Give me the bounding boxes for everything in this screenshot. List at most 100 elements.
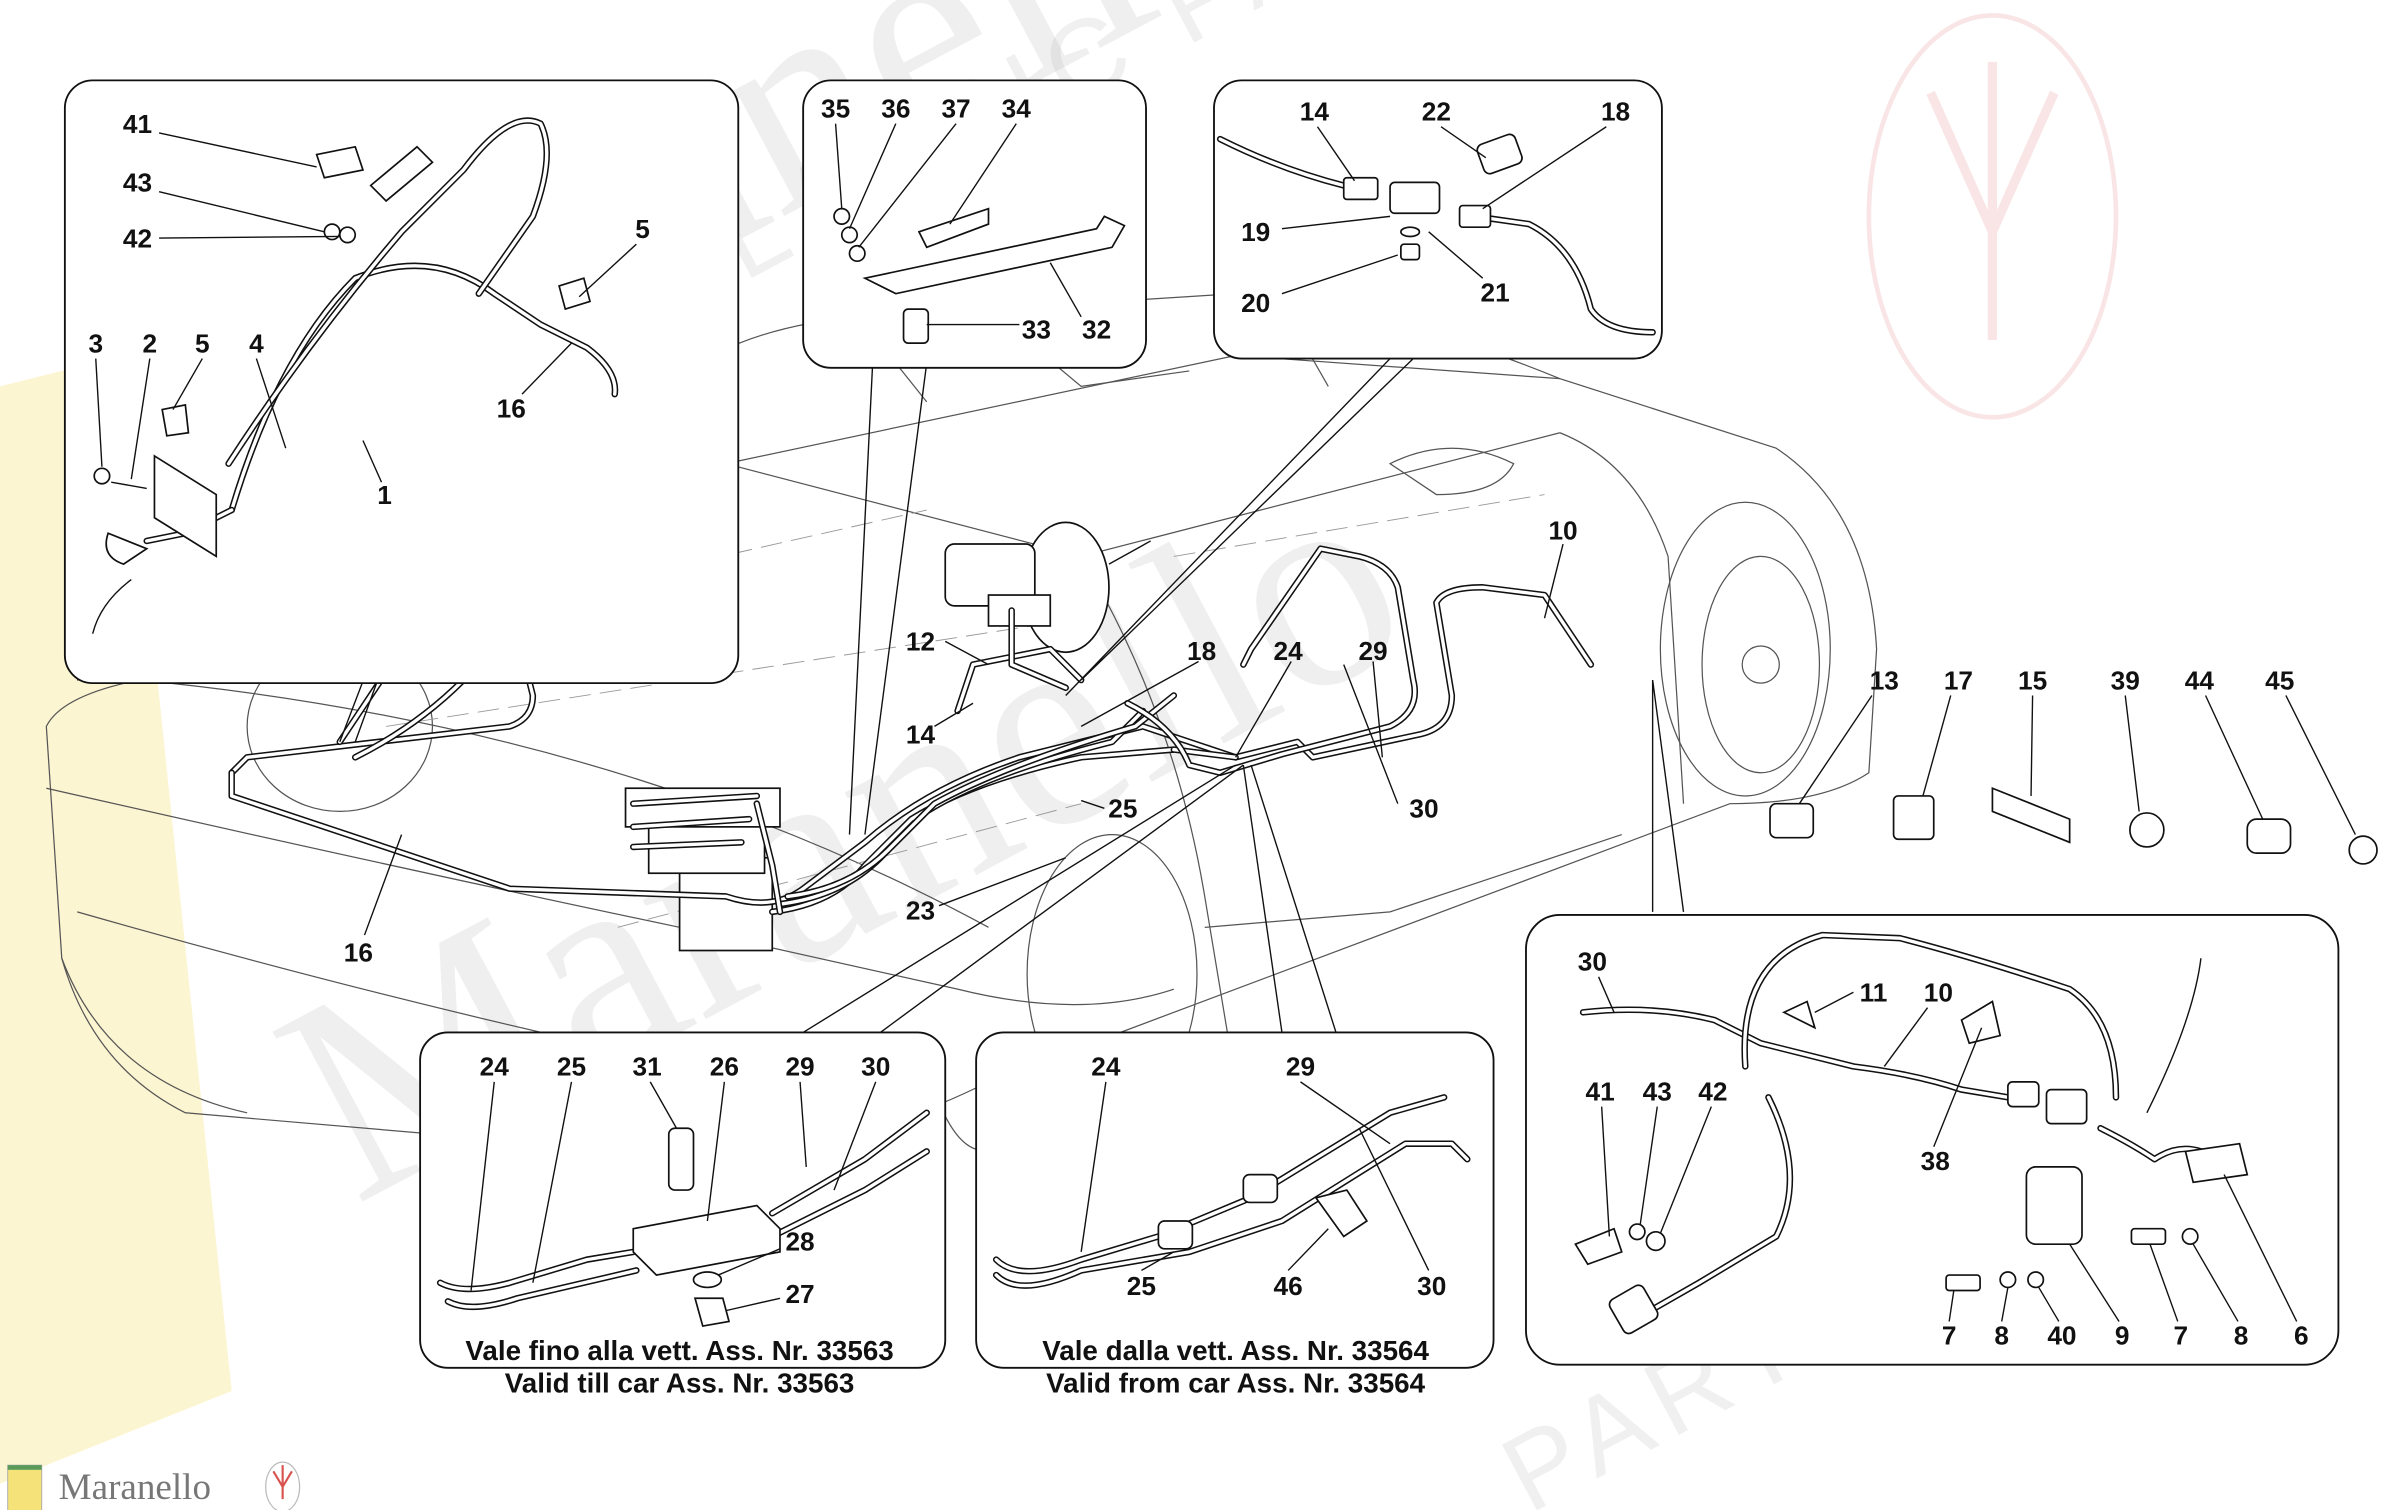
brake-pipe <box>1008 607 1069 692</box>
brake-pipe <box>1741 931 2120 1101</box>
callout-16-main: 16 <box>344 937 373 967</box>
callout-40: 40 <box>2047 1321 2076 1351</box>
callout-4: 4 <box>249 328 264 358</box>
callout-37: 37 <box>941 93 970 123</box>
brake-booster <box>944 521 1152 654</box>
callout-41-f: 41 <box>1586 1076 1615 1106</box>
callout-17: 17 <box>1944 665 1973 695</box>
caption-valid-till-en: Valid till car Ass. Nr. 33563 <box>505 1368 855 1399</box>
callout-20: 20 <box>1241 288 1270 318</box>
callout-18-main: 18 <box>1187 636 1216 666</box>
callout-8: 8 <box>1994 1321 2009 1351</box>
callout-32: 32 <box>1082 314 1111 344</box>
callout-6: 6 <box>2294 1321 2309 1351</box>
callout-13: 13 <box>1870 665 1899 695</box>
brake-pipe <box>1471 213 1656 336</box>
brake-pipe <box>1124 545 1418 777</box>
callout-46: 46 <box>1274 1271 1303 1301</box>
panel-rear-caliper-detail <box>1525 914 2340 1366</box>
callout-24-main: 24 <box>1274 636 1304 666</box>
ferrari-shield-watermark <box>0 355 232 1484</box>
callout-25-d: 25 <box>557 1052 586 1082</box>
maserati-logo-watermark <box>1866 13 2119 420</box>
callout-10-f: 10 <box>1924 978 1953 1008</box>
callout-42-f: 42 <box>1698 1076 1727 1106</box>
callout-9: 9 <box>2115 1321 2130 1351</box>
callout-15: 15 <box>2018 665 2047 695</box>
callout-41: 41 <box>123 109 152 139</box>
callout-23: 23 <box>906 896 935 926</box>
callout-34: 34 <box>1002 93 1032 123</box>
ferrari-badge <box>7 1464 43 1510</box>
callout-21: 21 <box>1480 277 1509 307</box>
panel-junction-block-early: Vale fino alla vett. Ass. Nr. 33563 Vali… <box>419 1031 947 1399</box>
brake-pipe <box>225 117 550 467</box>
panel-pipe-bracket-detail <box>802 79 1147 369</box>
callout-43: 43 <box>123 168 152 198</box>
panel-pressure-switch-detail <box>1213 79 1663 360</box>
caption-valid-from-en: Valid from car Ass. Nr. 33564 <box>1046 1368 1425 1399</box>
brake-pipe <box>228 653 537 777</box>
brake-pipe <box>444 1267 640 1311</box>
brake-pipe <box>769 746 1178 916</box>
callout-8b: 8 <box>2234 1321 2249 1351</box>
callout-7b: 7 <box>2174 1321 2189 1351</box>
callout-14: 14 <box>1300 97 1330 127</box>
brake-pipe <box>228 723 1239 906</box>
callout-12: 12 <box>906 627 935 657</box>
callout-30-d: 30 <box>861 1052 890 1082</box>
callout-14-main: 14 <box>906 719 936 749</box>
brake-pipe <box>1216 135 1347 189</box>
callout-45: 45 <box>2265 665 2294 695</box>
callout-43-f: 43 <box>1643 1076 1672 1106</box>
callout-24-e: 24 <box>1091 1052 1121 1082</box>
panel-junction-late: Vale dalla vett. Ass. Nr. 33564 Valid fr… <box>975 1031 1495 1399</box>
callout-36: 36 <box>881 93 910 123</box>
brake-pipe <box>769 1109 930 1217</box>
callout-29-main: 29 <box>1358 636 1387 666</box>
logo-brand-text: Maranello <box>59 1467 211 1508</box>
brake-pipe <box>1579 1006 2012 1101</box>
callout-27: 27 <box>785 1279 814 1309</box>
callout-11: 11 <box>1860 978 1888 1008</box>
callout-28: 28 <box>785 1226 814 1256</box>
maranello-logo: Maranello CLASSIC PARTS <box>7 1461 301 1510</box>
callout-7: 7 <box>1942 1321 1957 1351</box>
callout-25-e: 25 <box>1127 1271 1156 1301</box>
panel-hose-detail-front <box>63 79 740 685</box>
brake-pipe <box>1232 584 1595 761</box>
callout-16: 16 <box>497 393 526 423</box>
callout-3: 3 <box>88 328 103 358</box>
brake-pipe <box>436 1248 637 1293</box>
callout-labels: 41 43 42 5 3 2 5 4 1 16 35 36 37 34 33 3… <box>88 93 2308 1350</box>
callout-30-e: 30 <box>1417 1271 1446 1301</box>
callout-30-f: 30 <box>1578 947 1607 977</box>
brake-pipe <box>2097 1125 2205 1163</box>
callout-5b: 5 <box>195 328 210 358</box>
brake-pipe <box>784 692 1178 900</box>
callout-5: 5 <box>635 214 650 244</box>
callout-35: 35 <box>821 93 850 123</box>
callout-30-main: 30 <box>1409 794 1438 824</box>
callout-42: 42 <box>123 223 152 253</box>
callout-44: 44 <box>2185 665 2215 695</box>
callout-24-d: 24 <box>480 1052 510 1082</box>
brake-pipe <box>630 792 761 851</box>
callout-10: 10 <box>1548 515 1577 545</box>
callout-2: 2 <box>143 328 158 358</box>
callout-19: 19 <box>1241 217 1270 247</box>
callout-29-d: 29 <box>785 1052 814 1082</box>
callout-22: 22 <box>1422 97 1451 127</box>
caption-valid-till-it: Vale fino alla vett. Ass. Nr. 33563 <box>465 1335 893 1366</box>
caption-valid-from-it: Vale dalla vett. Ass. Nr. 33564 <box>1042 1335 1429 1366</box>
callout-31: 31 <box>633 1052 662 1082</box>
callout-33: 33 <box>1022 314 1051 344</box>
brake-pipe <box>992 1140 1471 1289</box>
callout-1: 1 <box>377 480 392 510</box>
brake-pipe <box>1641 1094 1794 1317</box>
loose-parts <box>1769 695 2378 865</box>
callout-18: 18 <box>1601 97 1630 127</box>
callout-39: 39 <box>2111 665 2140 695</box>
brake-pipe <box>753 800 784 916</box>
